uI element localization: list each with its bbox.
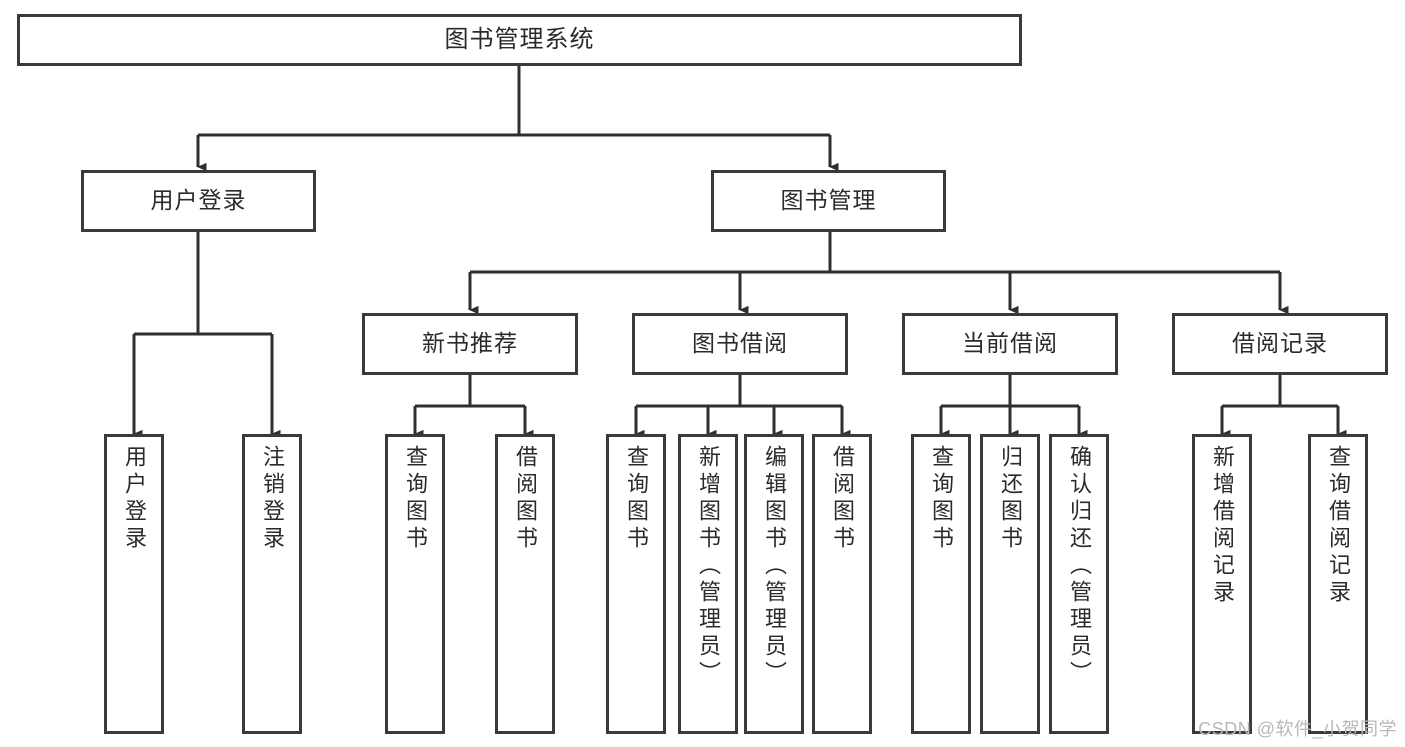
node-label: 用户登录 bbox=[122, 445, 147, 553]
node-user-login[interactable]: 用户登录 bbox=[81, 170, 316, 232]
node-label: 图书管理系统 bbox=[444, 25, 595, 53]
node-label: 查询图书 bbox=[929, 445, 954, 553]
node-new-book-recommend[interactable]: 新书推荐 bbox=[362, 313, 578, 375]
leaf-user-login[interactable]: 用户登录 bbox=[104, 434, 164, 734]
leaf-borrow-book-recommend[interactable]: 借阅图书 bbox=[495, 434, 555, 734]
leaf-query-borrow-record[interactable]: 查询借阅记录 bbox=[1308, 434, 1368, 734]
csdn-watermark: CSDN @软件_小贺同学 bbox=[1198, 719, 1397, 739]
leaf-logout[interactable]: 注销登录 bbox=[242, 434, 302, 734]
node-root-book-management-system[interactable]: 图书管理系统 bbox=[17, 14, 1022, 66]
leaf-borrow-book[interactable]: 借阅图书 bbox=[812, 434, 872, 734]
node-label: 新增图书（管理员） bbox=[696, 445, 721, 688]
node-book-borrow[interactable]: 图书借阅 bbox=[632, 313, 848, 375]
node-label: 新书推荐 bbox=[422, 330, 518, 357]
node-label: 编辑图书（管理员） bbox=[762, 445, 787, 688]
node-label: 查询图书 bbox=[624, 445, 649, 553]
leaf-add-book-admin[interactable]: 新增图书（管理员） bbox=[678, 434, 738, 734]
node-label: 图书管理 bbox=[780, 187, 877, 214]
node-label: 注销登录 bbox=[260, 445, 285, 553]
leaf-query-book-borrow[interactable]: 查询图书 bbox=[606, 434, 666, 734]
leaf-confirm-return-admin[interactable]: 确认归还（管理员） bbox=[1049, 434, 1109, 734]
node-label: 查询借阅记录 bbox=[1326, 445, 1351, 607]
node-label: 借阅图书 bbox=[830, 445, 855, 553]
node-book-management[interactable]: 图书管理 bbox=[711, 170, 946, 232]
node-label: 新增借阅记录 bbox=[1210, 445, 1235, 607]
leaf-edit-book-admin[interactable]: 编辑图书（管理员） bbox=[744, 434, 804, 734]
node-label: 图书借阅 bbox=[692, 330, 788, 357]
node-label: 借阅记录 bbox=[1232, 330, 1328, 357]
leaf-return-book[interactable]: 归还图书 bbox=[980, 434, 1040, 734]
node-label: 归还图书 bbox=[998, 445, 1023, 553]
node-label: 确认归还（管理员） bbox=[1067, 445, 1092, 688]
leaf-add-borrow-record[interactable]: 新增借阅记录 bbox=[1192, 434, 1252, 734]
node-label: 当前借阅 bbox=[962, 330, 1058, 357]
node-label: 借阅图书 bbox=[513, 445, 538, 553]
leaf-query-book-recommend[interactable]: 查询图书 bbox=[385, 434, 445, 734]
node-label: 用户登录 bbox=[150, 187, 247, 214]
leaf-query-book-current[interactable]: 查询图书 bbox=[911, 434, 971, 734]
node-borrow-record[interactable]: 借阅记录 bbox=[1172, 313, 1388, 375]
node-label: 查询图书 bbox=[403, 445, 428, 553]
node-current-borrow[interactable]: 当前借阅 bbox=[902, 313, 1118, 375]
